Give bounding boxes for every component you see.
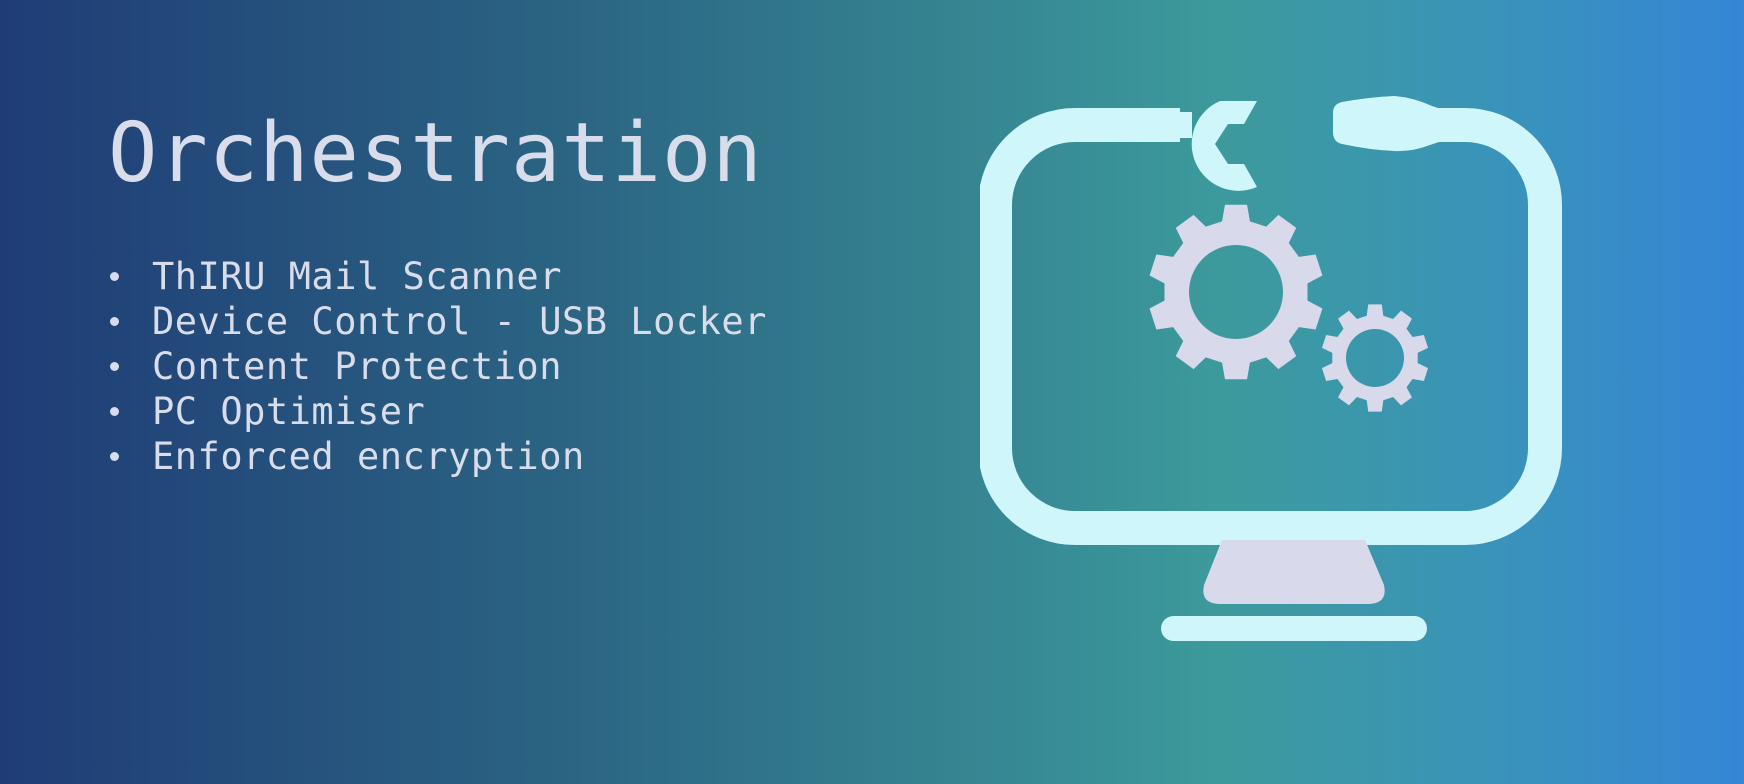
bullet-icon (110, 317, 119, 326)
small-gear-icon (1321, 304, 1429, 412)
large-gear-icon (1149, 204, 1323, 380)
monitor-with-gears-and-tools-icon (980, 96, 1562, 641)
bullet-icon (110, 272, 119, 281)
bullet-icon (110, 452, 119, 461)
wrench-icon (1160, 101, 1257, 191)
monitor-frame-icon (980, 108, 1562, 545)
bullet-text: Enforced encryption (152, 435, 585, 478)
slide-title: Orchestration (108, 106, 763, 201)
bullet-text: PC Optimiser (152, 390, 426, 433)
gear-shape (1149, 204, 1323, 380)
screwdriver-icon (1333, 96, 1470, 152)
bullet-icon (110, 407, 119, 416)
gear-shape (1321, 304, 1429, 412)
bullet-item: Device Control - USB Locker (106, 299, 767, 344)
monitor-base-icon (1161, 616, 1427, 641)
bullet-item: Content Protection (106, 344, 767, 389)
monitor-stand-icon (1203, 540, 1385, 604)
bullet-icon (110, 362, 119, 371)
bullet-item: ThIRU Mail Scanner (106, 254, 767, 299)
bullet-text: ThIRU Mail Scanner (152, 255, 562, 298)
bullet-item: PC Optimiser (106, 389, 767, 434)
bullet-text: Device Control - USB Locker (152, 300, 767, 343)
bullet-list: ThIRU Mail Scanner Device Control - USB … (106, 254, 767, 479)
bullet-text: Content Protection (152, 345, 562, 388)
bullet-item: Enforced encryption (106, 434, 767, 479)
